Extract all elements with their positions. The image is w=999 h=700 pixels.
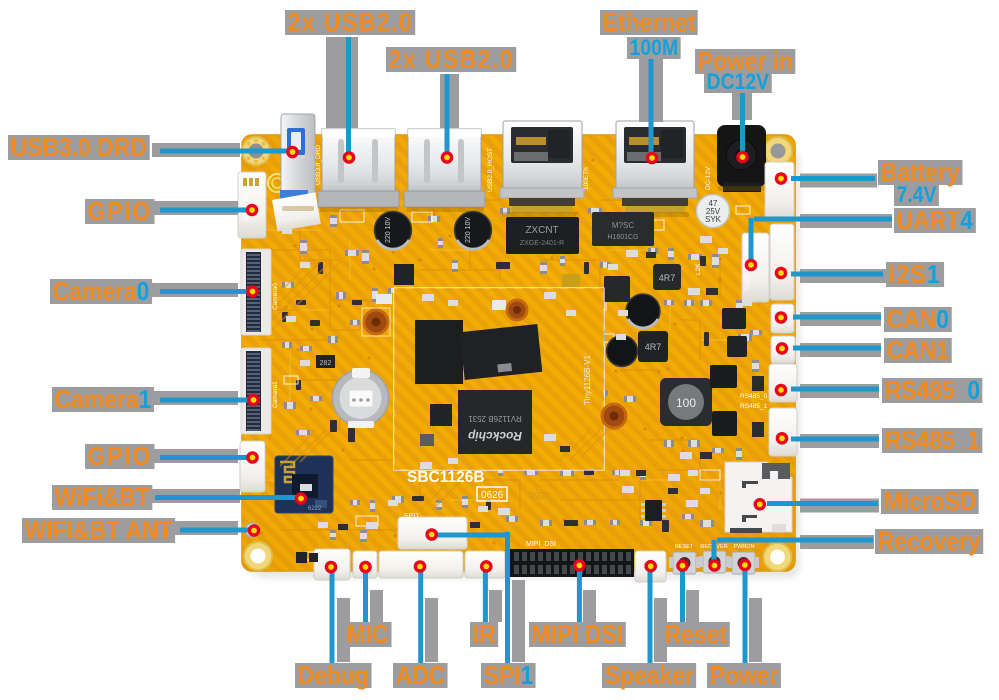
svg-text:SPI1: SPI1	[404, 513, 419, 520]
svg-text:220 10V: 220 10V	[465, 217, 472, 243]
svg-text:100: 100	[676, 396, 696, 410]
svg-text:GPIO_3V3: GPIO_3V3	[243, 190, 250, 222]
svg-text:4R7: 4R7	[645, 342, 662, 352]
svg-text:Camera1: Camera1	[272, 381, 279, 408]
svg-text:220 10V: 220 10V	[385, 217, 392, 243]
svg-text:SBC1126B: SBC1126B	[407, 469, 485, 486]
svg-text:6222: 6222	[308, 506, 322, 512]
svg-text:ZXCNT: ZXCNT	[525, 225, 558, 236]
svg-text:47: 47	[709, 199, 718, 208]
svg-text:RS485_0: RS485_0	[740, 393, 767, 400]
svg-text:H1601CG: H1601CG	[607, 234, 638, 241]
svg-text:Rockchip: Rockchip	[468, 429, 522, 443]
svg-text:100ETh: 100ETh	[583, 167, 590, 190]
svg-text:M?SC: M?SC	[612, 221, 634, 230]
svg-text:DC-12V: DC-12V	[705, 166, 712, 190]
svg-text:USB2.0_HOST: USB2.0_HOST	[487, 148, 494, 192]
svg-text:0926: 0926	[529, 491, 552, 502]
svg-text:4R7: 4R7	[659, 273, 676, 283]
svg-text:Camera0: Camera0	[272, 283, 279, 310]
svg-text:USB3.0_DRD: USB3.0_DRD	[315, 145, 322, 185]
svg-text:25V: 25V	[706, 207, 721, 216]
svg-text:PWRON: PWRON	[733, 544, 754, 550]
svg-text:MIPI_DSI: MIPI_DSI	[526, 541, 556, 548]
svg-text:RESET: RESET	[675, 544, 694, 550]
svg-text:L2K: L2K	[695, 263, 702, 275]
svg-text:UART4: UART4	[744, 268, 751, 290]
svg-text:Tiny1126B-V1: Tiny1126B-V1	[583, 355, 592, 405]
svg-text:ZXGE-2401-R: ZXGE-2401-R	[520, 240, 564, 247]
svg-text:RS485_1: RS485_1	[740, 403, 767, 410]
svg-text:0626: 0626	[481, 490, 504, 501]
svg-text:RV1126B 2531: RV1126B 2531	[468, 414, 522, 423]
svg-text:282: 282	[320, 360, 332, 367]
svg-text:SYK: SYK	[705, 215, 722, 224]
